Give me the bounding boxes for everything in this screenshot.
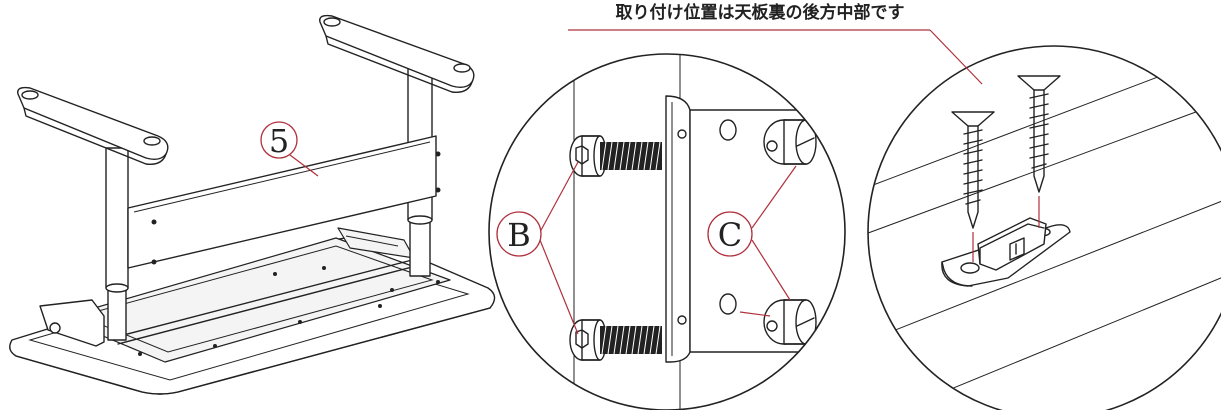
callout-5: 5 [260, 121, 319, 177]
cam-nut-lower [763, 299, 817, 345]
underside-frame [59, 237, 451, 363]
wood-screw-left [951, 111, 995, 262]
mounting-detail-view [867, 45, 1221, 410]
left-leg-column [105, 147, 129, 289]
right-foot [319, 14, 475, 89]
wood-screw-right [1017, 75, 1061, 228]
bolt-lower [569, 319, 662, 361]
callout-b-label: B [507, 216, 531, 254]
callout-b: B [496, 161, 579, 335]
cross-beam [127, 135, 437, 269]
bolt-upper [569, 135, 662, 177]
callout-c-label: C [718, 216, 742, 254]
left-foot [17, 86, 169, 161]
callout-5-label: 5 [269, 122, 289, 160]
mounting-note-text: 取り付け位置は天板裏の後方中部です [616, 2, 905, 23]
callout-c: C [707, 165, 797, 317]
side-bracket [39, 299, 105, 347]
mounting-note: 取り付け位置は天板裏の後方中部です [568, 2, 983, 85]
cam-nut-upper [763, 119, 817, 165]
desk-assembly-view [9, 14, 496, 395]
frame-screws [138, 266, 440, 356]
screw-detail-view [488, 53, 846, 410]
